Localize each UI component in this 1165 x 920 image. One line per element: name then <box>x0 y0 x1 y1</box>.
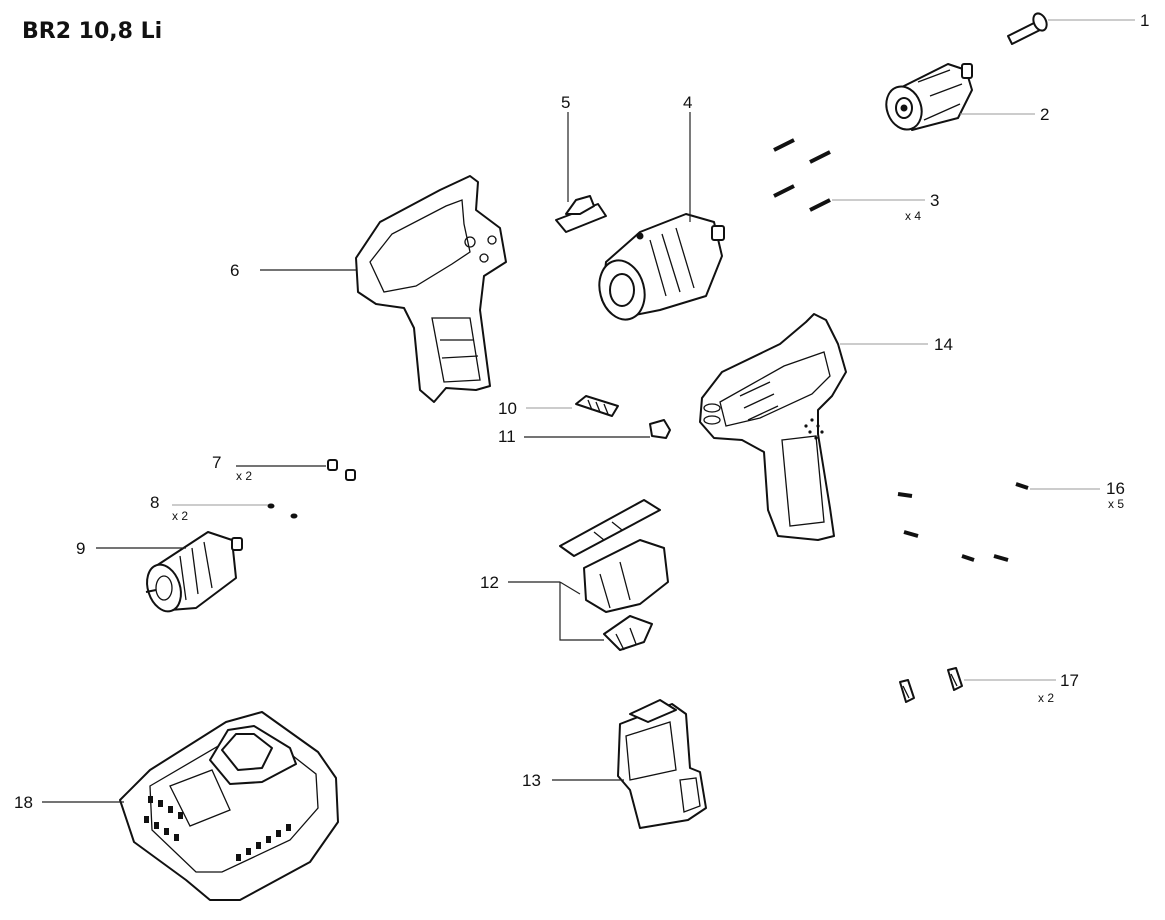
callout-8: 8 <box>150 493 159 512</box>
part-3-screws[interactable] <box>773 138 831 212</box>
leader-12 <box>508 581 604 641</box>
part-2-chuck[interactable] <box>881 63 973 134</box>
part-8-pins[interactable] <box>267 503 298 519</box>
callout-7: 7 <box>212 453 221 472</box>
part-4-gearbox[interactable] <box>593 213 725 325</box>
callout-16: 16 <box>1106 479 1125 498</box>
callout-3: 3 <box>930 191 939 210</box>
part-10-button[interactable] <box>575 395 619 417</box>
qty-3: x 4 <box>905 209 921 223</box>
part-1-pin[interactable] <box>1007 11 1049 45</box>
qty-17: x 2 <box>1038 691 1054 705</box>
callout-9: 9 <box>76 539 85 558</box>
callout-5: 5 <box>561 93 570 112</box>
callout-17: 17 <box>1060 671 1079 690</box>
part-7-small-screws[interactable] <box>327 459 356 481</box>
qty-8: x 2 <box>172 509 188 523</box>
callout-14: 14 <box>934 335 953 354</box>
callout-12: 12 <box>480 573 499 592</box>
callout-11: 11 <box>498 427 516 446</box>
callout-2: 2 <box>1040 105 1049 124</box>
callout-18: 18 <box>14 793 33 812</box>
callout-13: 13 <box>522 771 541 790</box>
part-18-charger[interactable] <box>119 711 339 901</box>
callout-4: 4 <box>683 93 692 112</box>
part-12-switch-assembly[interactable] <box>559 499 669 651</box>
part-16-screws[interactable] <box>897 482 1029 562</box>
qty-7: x 2 <box>236 469 252 483</box>
part-5-slider[interactable] <box>555 195 607 233</box>
part-11-led-cap[interactable] <box>649 419 671 439</box>
part-14-housing-right[interactable] <box>699 313 847 541</box>
part-17-clips[interactable] <box>899 667 963 703</box>
callout-1: 1 <box>1140 11 1149 30</box>
qty-16: x 5 <box>1108 497 1124 511</box>
callout-10: 10 <box>498 399 517 418</box>
part-6-housing-left[interactable] <box>355 175 507 403</box>
callout-6: 6 <box>230 261 239 280</box>
part-13-battery[interactable] <box>617 699 707 829</box>
diagram-title: BR2 10,8 Li <box>22 19 162 44</box>
part-9-motor[interactable] <box>141 531 243 616</box>
